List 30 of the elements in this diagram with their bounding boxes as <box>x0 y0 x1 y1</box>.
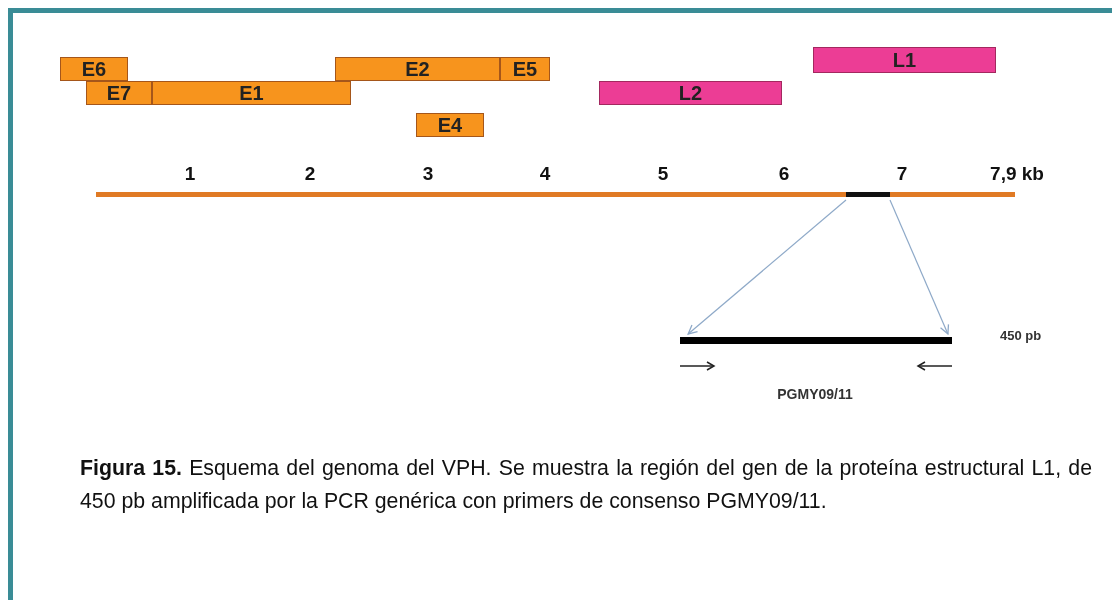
gene-box <box>86 81 152 105</box>
scale-tick-label: 7 <box>896 163 908 185</box>
gene-label: E2 <box>405 59 430 79</box>
scale-tick-label: 5 <box>657 163 669 185</box>
gene-label: E4 <box>437 115 463 135</box>
scale-tick-label: 3 <box>422 163 434 185</box>
gene-box <box>335 57 500 81</box>
gene-box <box>416 113 484 137</box>
gene-box <box>500 57 550 81</box>
gene-label: L2 <box>678 83 703 103</box>
gene-label: E6 <box>81 59 107 79</box>
gene-box <box>60 57 128 81</box>
size-label: 450 pb <box>1000 328 1042 343</box>
scale-tick-label: 7,9 kb <box>990 163 1044 185</box>
figure-caption: Figura 15. Esquema del genoma del VPH. Se muestra la región del gen de la proteína estructural L1, de 450 pb amplificada por la PCR genérica con primers de consenso PGMY09/11. <box>80 455 1092 515</box>
gene-label: E7 <box>106 83 132 103</box>
scale-tick-label: 6 <box>778 163 790 185</box>
gene-box <box>599 81 782 105</box>
gene-box <box>813 47 996 73</box>
zoom-arrow <box>687 199 847 335</box>
primer-label: PGMY09/11 <box>777 386 853 402</box>
scale-tick-label: 2 <box>304 163 316 185</box>
zoom-arrow <box>889 199 950 335</box>
gene-box <box>152 81 351 105</box>
scale-tick-label: 1 <box>184 163 196 185</box>
gene-label: E1 <box>239 83 264 103</box>
scale-tick-label: 4 <box>539 163 551 185</box>
gene-label: E5 <box>512 59 538 79</box>
gene-label: L1 <box>892 50 917 70</box>
genome-region-bar <box>846 192 890 197</box>
